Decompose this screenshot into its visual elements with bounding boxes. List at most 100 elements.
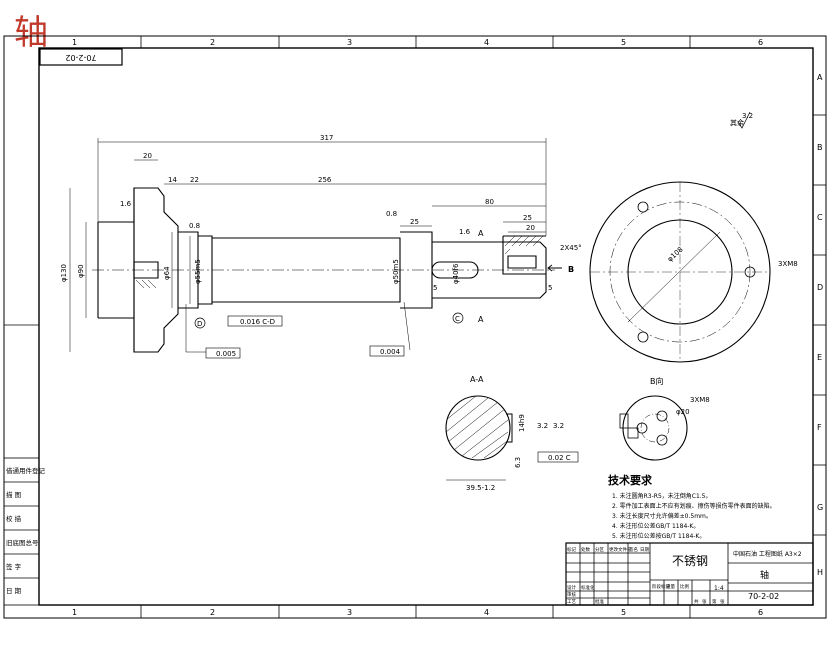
title-block-cell: 标准化 <box>581 584 595 591</box>
tol-runout: 0.016 C-D <box>240 318 275 326</box>
row-label: D <box>817 283 823 292</box>
dim-25a: 25 <box>410 218 419 226</box>
tech-req-item: 1. 未注圆角R3-R5，未注倒角C1.5。 <box>612 492 712 500</box>
dim-phi50: φ50m5 <box>392 259 400 284</box>
title-block-cell: 批准 <box>595 598 604 605</box>
title-block-cell: 重量 <box>666 583 675 590</box>
left-strip <box>3 457 40 606</box>
tech-req-item: 5. 未注形位公差按GB/T 1184-K。 <box>612 532 705 540</box>
tb-company: 中国石油 工程图纸 A3×2 <box>733 550 802 558</box>
dim-5b: 5 <box>433 284 437 292</box>
corner-title: 轴 <box>14 13 48 53</box>
dimension-lines <box>69 138 547 352</box>
left-strip-label: 旧底图总号 <box>6 538 39 547</box>
column-label-top: 3 <box>347 38 352 47</box>
title-block-cell: 比例 <box>680 583 689 590</box>
row-label: G <box>817 503 823 512</box>
column-label-bottom: 5 <box>621 608 626 617</box>
column-label-bottom: 4 <box>484 608 489 617</box>
tol-frame-cyl2 <box>369 345 405 357</box>
roughness-prefix: 其余 <box>730 118 744 127</box>
dim-22: 22 <box>190 176 199 184</box>
column-label-bottom: 3 <box>347 608 352 617</box>
hatching <box>135 235 544 289</box>
tol-cyl1: 0.005 <box>216 350 236 358</box>
title-block-cell: 标记 <box>567 546 576 553</box>
dim-5: 5 <box>548 284 552 292</box>
dim-phi90: φ90 <box>77 264 85 278</box>
column-label-top: 2 <box>210 38 215 47</box>
title-block-cell: 张 <box>720 598 725 605</box>
column-label-top: 1 <box>72 38 77 47</box>
dim-phi40: φ40f6 <box>452 263 460 284</box>
tb-material: 不锈钢 <box>672 554 708 568</box>
section-aa-hatch <box>446 396 509 459</box>
title-block-cell: 第 <box>712 598 717 605</box>
column-label-bottom: 2 <box>210 608 215 617</box>
inner-frame <box>38 47 814 606</box>
row-label: H <box>817 568 823 577</box>
dim-key32b: 3.2 <box>553 422 564 430</box>
left-strip-label: 描 图 <box>6 490 21 499</box>
rough-08b: 0.8 <box>386 210 397 218</box>
section-mark-a-bottom: A <box>478 315 484 324</box>
left-strip-label: 签 字 <box>6 562 22 571</box>
column-label-top: 6 <box>758 38 763 47</box>
row-label: B <box>817 143 823 152</box>
dim-14: 14 <box>168 176 177 184</box>
dim-20: 20 <box>143 152 152 160</box>
title-block-cell: 审核 <box>567 591 576 598</box>
title-block-cell: 处数 <box>581 546 590 553</box>
tech-req-item: 4. 未注形位公差GB/T 1184-K。 <box>612 522 699 530</box>
left-strip-label: 校 描 <box>6 514 22 523</box>
dim-3xm8: 3XM8 <box>778 260 798 268</box>
tol-frame-sym <box>537 451 579 463</box>
tech-req-item: 2. 零件加工表面上不应有划痕、擦伤等损伤零件表面的缺陷。 <box>612 502 776 510</box>
view-b-m8: 3XM8 <box>690 396 710 404</box>
row-label: C <box>817 213 823 222</box>
section-aa <box>445 395 513 461</box>
dim-256: 256 <box>318 176 332 184</box>
left-strip-label: 借通用件登记 <box>6 466 46 475</box>
tb-drawing-no: 70-2-02 <box>748 592 779 601</box>
dim-317: 317 <box>320 134 333 142</box>
dim-phi64: φ64 <box>163 266 171 280</box>
dim-25b: 25 <box>523 214 532 222</box>
code-box <box>39 48 123 66</box>
zone-ticks <box>4 36 826 618</box>
tol-cyl2: 0.004 <box>380 348 401 356</box>
view-b-phi20: φ20 <box>676 408 690 416</box>
title-block-cell: 共 <box>694 598 699 605</box>
title-block-cell: 日期 <box>640 547 649 553</box>
tol-frame-runout <box>227 315 283 327</box>
tech-req-list: 1. 未注圆角R3-R5，未注倒角C1.5。 2. 零件加工表面上不应有划痕、擦伤… <box>612 492 776 540</box>
arrow-b-icon <box>547 264 562 272</box>
tech-req-item: 3. 未注长度尺寸允许偏差±0.5mm。 <box>612 512 712 520</box>
roughness-symbol <box>737 111 751 129</box>
title-block <box>565 542 814 606</box>
title-block-cell: 分区 <box>595 546 604 553</box>
rough-08a: 0.8 <box>189 222 200 230</box>
title-block-cell: 工艺 <box>567 599 576 605</box>
tol-frame-cyl1 <box>205 347 241 359</box>
tech-req-title: 技术要求 <box>608 473 653 487</box>
end-view <box>589 181 771 363</box>
row-label: E <box>817 353 822 362</box>
datum-c-icon <box>452 312 464 324</box>
dim-phi108: φ108 <box>666 246 685 264</box>
datum-d: D <box>197 320 202 328</box>
view-b-title: B向 <box>650 376 664 386</box>
dim-depth: 14h9 <box>518 414 526 432</box>
row-label: A <box>817 73 823 82</box>
dim-key-width: 39.5-1.2 <box>466 484 495 492</box>
column-label-top: 5 <box>621 38 626 47</box>
dim-key32a: 3.2 <box>537 422 548 430</box>
rough-16b: 1.6 <box>459 228 471 236</box>
dim-chamfer: 2X45° <box>560 244 582 252</box>
title-block-cell: 阶段标记 <box>652 583 670 590</box>
section-mark-a-top: A <box>478 229 484 238</box>
